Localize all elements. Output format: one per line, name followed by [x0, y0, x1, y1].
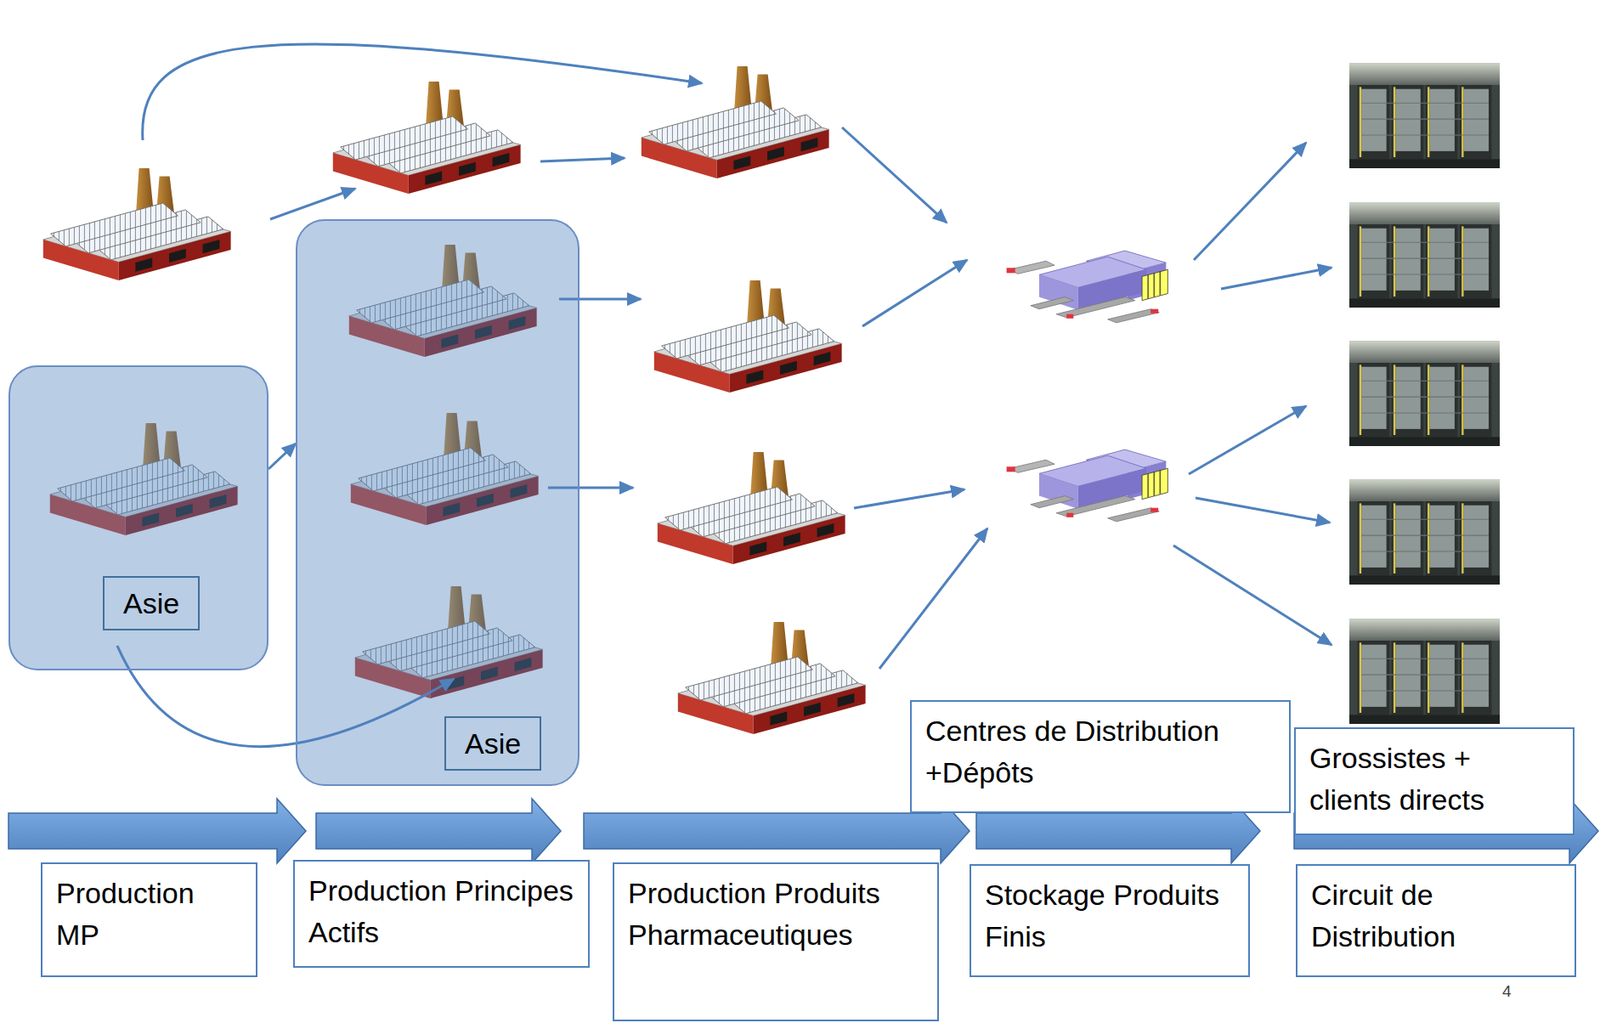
stage-label: Grossistes + clients directs — [1309, 737, 1560, 822]
dock-photo — [1349, 618, 1500, 724]
flow-arrow — [853, 489, 965, 509]
stage-box: Grossistes + clients directs — [1294, 727, 1575, 836]
stage-label: Stockage Produits Finis — [984, 874, 1235, 959]
region-label: Asie — [102, 576, 200, 631]
factory-icon — [43, 168, 232, 281]
factory-icon — [333, 81, 521, 194]
flow-arrow — [1188, 406, 1307, 475]
stage-box: Production Produits Pharmaceutiques — [612, 862, 939, 1022]
dock-photo — [1349, 479, 1500, 585]
flow-arrow — [1173, 545, 1332, 645]
stage-label: Production MP — [56, 872, 243, 957]
stage-box: Production Principes Actifs — [293, 859, 590, 968]
stage-box: Stockage Produits Finis — [969, 864, 1250, 978]
dock-photo — [1349, 62, 1500, 169]
stage-box: Centres de Distribution +Dépôts — [910, 700, 1291, 814]
stage-label: Circuit de Distribution — [1311, 874, 1561, 959]
stage-label: Production Produits Pharmaceutiques — [627, 872, 924, 957]
flow-arrow — [1195, 497, 1330, 523]
stage-box: Production MP — [40, 862, 258, 978]
warehouse-icon — [1006, 449, 1169, 522]
flow-arrow — [540, 158, 625, 162]
flow-arrow — [1221, 267, 1332, 289]
flow-arrow — [270, 188, 356, 220]
region-box: Asie — [8, 365, 269, 671]
stage-arrow — [316, 798, 561, 864]
loading-docks — [1349, 62, 1500, 724]
stage-label: Production Principes Actifs — [308, 870, 575, 955]
stage-arrow — [8, 798, 306, 864]
distribution-centres — [1006, 250, 1169, 522]
dock-photo — [1349, 202, 1500, 308]
flow-arrow — [842, 127, 947, 223]
factory-icon — [678, 621, 866, 735]
factory-icon — [641, 66, 830, 179]
factory-icon — [657, 452, 846, 565]
stage-box: Circuit de Distribution — [1295, 864, 1577, 978]
flow-arrow — [879, 528, 988, 669]
flow-arrow — [862, 260, 967, 327]
page-number: 4 — [1502, 982, 1512, 1001]
factory-icon — [654, 280, 843, 393]
dock-photo — [1349, 340, 1500, 447]
flow-arrow — [1193, 142, 1307, 261]
flow-arrow — [142, 44, 702, 141]
region-label: Asie — [444, 716, 542, 771]
warehouse-icon — [1006, 250, 1169, 323]
stage-label: Centres de Distribution +Dépôts — [925, 710, 1276, 795]
flow-connector — [268, 443, 296, 470]
region-box: Asie — [295, 219, 580, 786]
